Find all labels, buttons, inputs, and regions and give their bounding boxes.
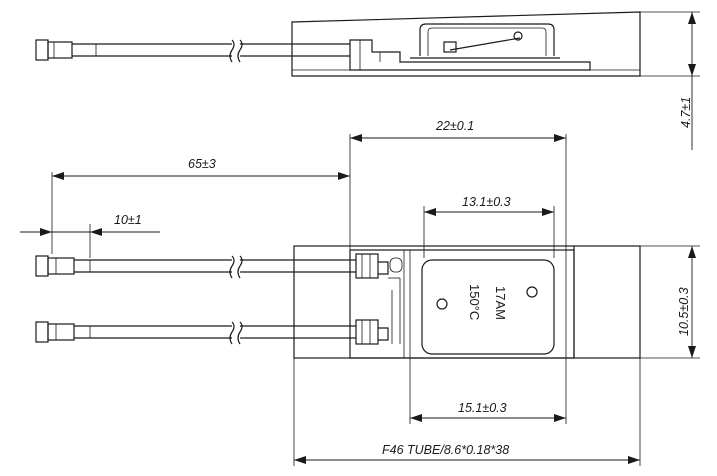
terminal-1-crimp [47,257,75,275]
rivet-2 [436,298,448,310]
rivet-1 [526,286,538,298]
wire-1-break-left [229,255,235,279]
housing-body [349,249,575,359]
side-housing-cap [419,23,555,56]
side-housing-base [349,39,591,71]
model-marking: 17AM [493,286,508,320]
temperature-marking: 150°C [467,284,482,320]
wire-2-break-right [237,321,243,345]
side-bimetal [449,37,521,51]
cap-length-label: 15.1±0.3 [458,401,507,415]
stripped-length-label: 10±1 [114,213,142,227]
side-contact [443,41,457,53]
tube-outline [293,245,641,359]
side-terminal-end [35,39,49,61]
side-terminal-crimp [47,41,73,59]
side-break-left [229,39,235,63]
side-view: 4.7±1 [35,11,700,150]
top-view: 17AM 150°C 22±0.1 65±3 10±1 13.1±0.3 [20,119,700,466]
width-label: 10.5±0.3 [677,287,691,336]
thickness-label: 4.7±1 [679,97,693,128]
wire-1-break-right [237,255,243,279]
crimp-block-1 [355,253,379,279]
crimp-block-2 [355,319,379,345]
tube-label: F46 TUBE/8.6*0.18*38 [382,443,509,457]
window-length-label: 13.1±0.3 [462,195,511,209]
side-break-right [237,39,243,63]
terminal-2-crimp [47,323,75,341]
terminal-2-end [35,321,49,343]
terminal-1-end [35,255,49,277]
lead-length-label: 65±3 [188,157,216,171]
marking-plate [421,259,555,355]
body-length-label: 22±0.1 [435,119,474,133]
wire-2-break-left [229,321,235,345]
